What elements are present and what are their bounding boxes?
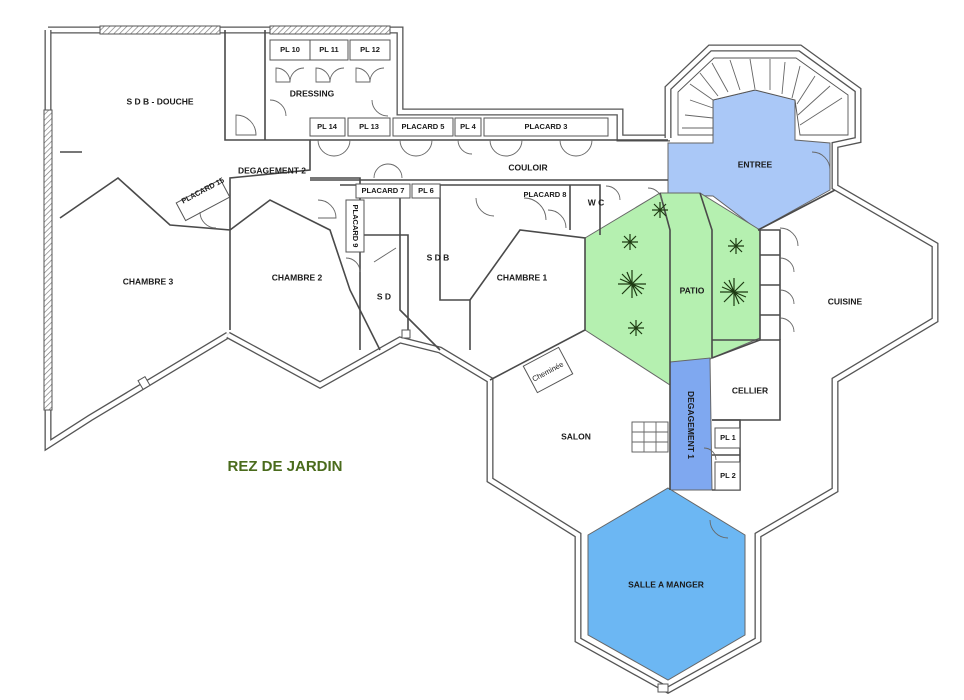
label-degagement1: DEGAGEMENT 1: [686, 391, 696, 459]
label-chambre3: CHAMBRE 3: [123, 276, 174, 286]
label-placard7: PLACARD 7: [362, 186, 405, 195]
label-salle-a-manger: SALLE A MANGER: [628, 579, 704, 589]
label-wc: W C: [588, 197, 605, 207]
closets: [175, 39, 741, 491]
patio-plants: [618, 202, 748, 336]
label-pl13: PL 13: [359, 122, 379, 131]
label-pl12: PL 12: [360, 45, 380, 54]
label-chambre1: CHAMBRE 1: [497, 272, 548, 282]
label-placard5: PLACARD 5: [402, 122, 445, 131]
doors: [199, 67, 831, 539]
label-placard3: PLACARD 3: [525, 122, 568, 131]
label-placard9: PLACARD 9: [351, 205, 360, 248]
walls: [43, 25, 939, 695]
label-dressing: DRESSING: [290, 88, 335, 98]
label-couloir: COULOIR: [508, 162, 547, 172]
window-markers: [137, 329, 669, 693]
label-chambre2: CHAMBRE 2: [272, 272, 323, 282]
label-salon: SALON: [561, 431, 591, 441]
label-pl4: PL 4: [460, 122, 477, 131]
label-pl2: PL 2: [720, 471, 736, 480]
label-pl6: PL 6: [418, 186, 434, 195]
label-degagement2: DEGAGEMENT 2: [238, 165, 306, 175]
closet-labels: PL 10 PL 11 PL 12 PL 14 PL 13 PLACARD 5 …: [280, 45, 736, 480]
label-entree: ENTREE: [738, 159, 773, 169]
staircase: [677, 57, 849, 136]
plan-title: REZ DE JARDIN: [227, 458, 342, 475]
label-cuisine: CUISINE: [828, 296, 863, 306]
label-pl14: PL 14: [317, 122, 338, 131]
label-sdb: S D B: [427, 252, 450, 262]
label-sd: S D: [377, 291, 391, 301]
salle-a-manger-zone: [587, 487, 746, 681]
label-sdb-douche: S D B - DOUCHE: [126, 96, 193, 106]
label-cellier: CELLIER: [732, 385, 768, 395]
label-placard8: PLACARD 8: [524, 190, 567, 199]
label-patio: PATIO: [680, 285, 705, 295]
label-pl11: PL 11: [319, 45, 338, 54]
label-pl10: PL 10: [280, 45, 300, 54]
label-pl1: PL 1: [720, 433, 736, 442]
